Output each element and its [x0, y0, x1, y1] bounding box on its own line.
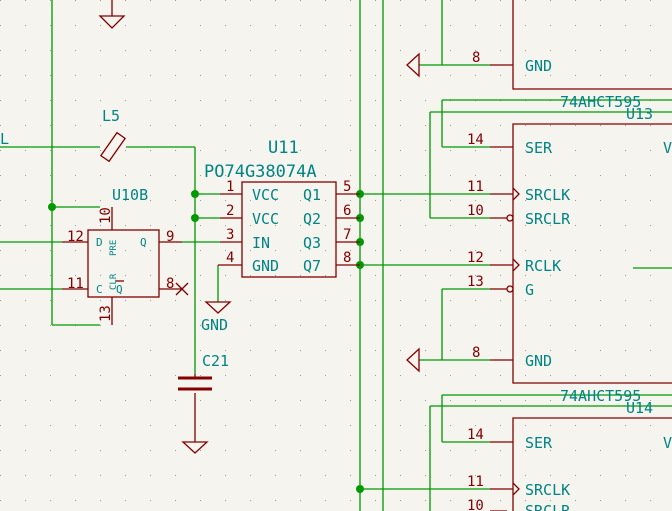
u13-pin-name: RCLK: [525, 257, 561, 275]
u14-right-fragment: V: [663, 434, 672, 452]
u14-body: [512, 417, 672, 511]
u11-pin-1: 1: [226, 179, 234, 195]
u13-pin-name: SRCLK: [525, 186, 570, 204]
labels: L L5 C21 GND U10B 10 12 9 11 8 13 D Q C …: [0, 50, 672, 511]
u11-pin-name: IN: [252, 234, 270, 252]
u10b-flipflop: [62, 207, 189, 325]
inversion-bubble: [506, 285, 514, 293]
no-connect-icon: [175, 282, 189, 296]
net-label-l: L: [0, 130, 9, 148]
u14-chip: [490, 417, 672, 511]
u10-clr-label: CLR: [109, 273, 119, 290]
u10-pin-12: 12: [67, 229, 84, 245]
u13-pin-num: 14: [467, 132, 484, 148]
u11-pin-6: 6: [343, 203, 351, 219]
u11-pin-8: 8: [343, 250, 351, 266]
gnd-label: GND: [201, 316, 228, 334]
u11-pin-3: 3: [226, 227, 234, 243]
u13-pin-name: SER: [525, 139, 553, 157]
ground-arrow-icon: [406, 52, 420, 78]
u14-pin-name: SRCLR: [525, 502, 571, 511]
u10-pin-11: 11: [67, 276, 84, 292]
top-chip-pin-8: 8: [472, 50, 480, 66]
u10b-body: [87, 229, 160, 298]
top-chip: [490, 0, 672, 90]
top-chip-body: [512, 0, 672, 90]
u11-chip: [218, 181, 360, 278]
u11-ref: U11: [268, 138, 299, 158]
u11-pin-name: GND: [252, 257, 279, 275]
u11-pin-5: 5: [343, 179, 351, 195]
junction: [191, 214, 199, 222]
u14-pin-num: 10: [467, 498, 484, 511]
u11-pin-2: 2: [226, 203, 234, 219]
u10-q-label: Q: [140, 236, 147, 249]
u13-pin-name: SRCLR: [525, 210, 571, 228]
u13-right-fragment: V: [663, 139, 672, 157]
top-chip-gnd: GND: [525, 57, 552, 75]
u13-ref: U13: [626, 105, 653, 123]
power-symbols: [98, 0, 420, 454]
ground-arrow-icon: [406, 347, 420, 373]
u11-value: PO74G38074A: [204, 162, 317, 182]
resistor-body: [99, 131, 127, 163]
u14-pin-num: 11: [467, 474, 484, 490]
u13-pin-name: G: [525, 281, 534, 299]
resistor-ref: L5: [102, 107, 120, 125]
u13-body: [512, 123, 672, 384]
u11-pin-name: Q3: [303, 234, 321, 252]
u10-ck-label: C: [96, 283, 103, 296]
u14-ref: U14: [626, 399, 653, 417]
u13-pin-num: 11: [467, 179, 484, 195]
u10-pin-9: 9: [166, 229, 174, 245]
u10-d-label: D: [96, 236, 103, 249]
u13-pin-num: 10: [467, 203, 484, 219]
resistor-l5: [99, 131, 127, 163]
u11-pin-name: Q1: [303, 186, 321, 204]
clock-icon: [512, 258, 520, 272]
u11-pin-7: 7: [343, 227, 351, 243]
u10-pre-label: PRE: [109, 240, 119, 256]
u14-pin-num: 14: [467, 427, 484, 443]
u14-value: 74AHCT595: [560, 387, 641, 405]
u14-pin-name: SER: [525, 434, 553, 452]
inversion-bubble: [506, 214, 514, 222]
u13-pin-num: 8: [472, 345, 480, 361]
u11-body: [241, 181, 337, 278]
clock-icon: [512, 187, 520, 201]
u10-qbar-label: Q: [116, 283, 123, 296]
u14-pin-name: SRCLK: [525, 481, 570, 499]
capacitor-ref: C21: [202, 352, 229, 370]
capacitor-c21: [178, 374, 212, 391]
junction: [48, 203, 56, 211]
u10-pin-8: 8: [166, 276, 174, 292]
u13-value: 74AHCT595: [560, 93, 641, 111]
ground-icon: [98, 15, 126, 29]
junction: [191, 190, 199, 198]
ground-icon: [181, 441, 209, 454]
clock-icon: [512, 482, 520, 496]
u13-pin-name: GND: [525, 352, 552, 370]
u11-pin-name: VCC: [252, 186, 279, 204]
u10-pin-13: 13: [98, 305, 114, 322]
junction: [356, 485, 364, 493]
u10-ref: U10B: [112, 186, 148, 204]
u11-pin-name: VCC: [252, 210, 279, 228]
u10-pin-10: 10: [98, 207, 114, 224]
ground-icon: [204, 301, 232, 314]
u13-chip: [490, 123, 672, 384]
u13-pin-num: 12: [467, 250, 484, 266]
u11-pin-name: Q7: [303, 257, 321, 275]
u11-pin-4: 4: [226, 250, 234, 266]
u13-pin-num: 13: [467, 274, 484, 290]
u11-pin-name: Q2: [303, 210, 321, 228]
